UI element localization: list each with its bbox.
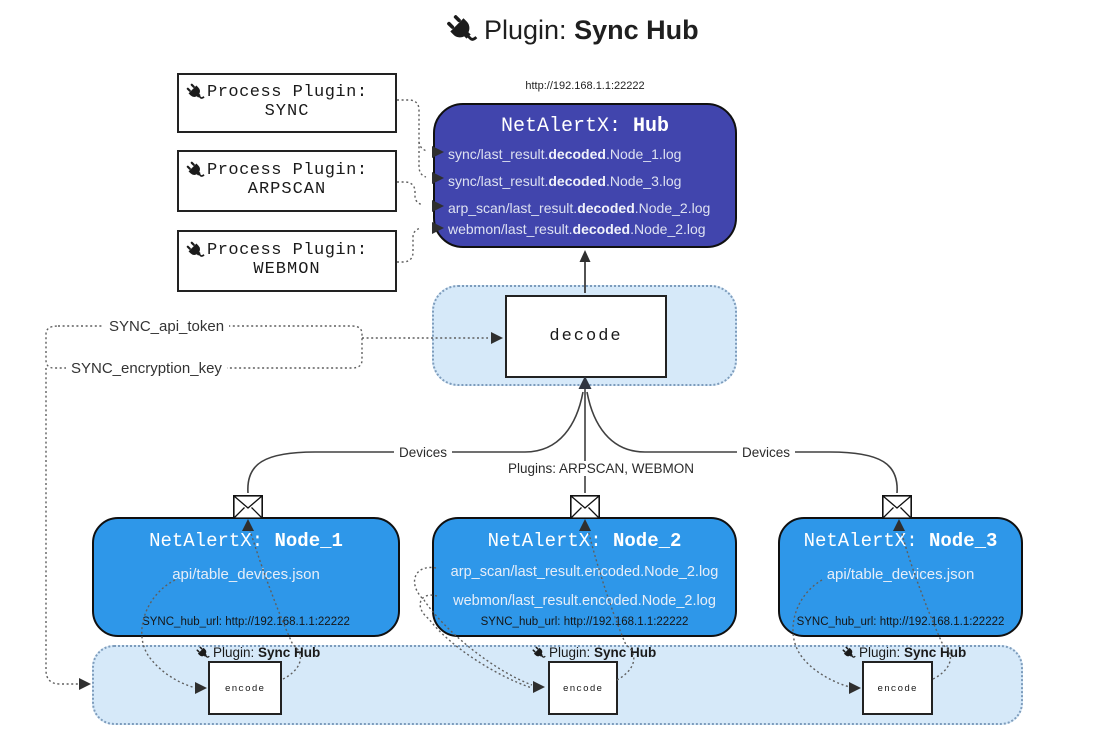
envelope-icon — [233, 495, 263, 519]
process-plugin-name: SYNC — [264, 102, 310, 121]
hub-title: NetAlertX: Hub — [500, 115, 670, 138]
process-plugin-name: WEBMON — [253, 260, 321, 279]
process-plugin-sync-box: Process Plugin: SYNC — [177, 73, 397, 133]
node-hub-url: SYNC_hub_url: http://192.168.1.1:22222 — [480, 616, 689, 628]
plug-icon — [842, 646, 856, 660]
band-plugin-label: Plugin: Sync Hub — [532, 645, 656, 660]
node-title: NetAlertX: Node_2 — [487, 530, 682, 552]
plug-icon — [532, 646, 546, 660]
hub-log-line: arp_scan/last_result.decoded.Node_2.log — [448, 200, 711, 216]
encode-box: encode — [208, 661, 282, 715]
process-plugin-webmon-box: Process Plugin: WEBMON — [177, 230, 397, 292]
node-hub-url: SYNC_hub_url: http://192.168.1.1:22222 — [796, 616, 1005, 628]
process-plugin-label: Process Plugin: — [207, 83, 368, 102]
sync-encryption-key-label: SYNC_encryption_key — [66, 360, 227, 377]
node-file: arp_scan/last_result.encoded.Node_2.log — [450, 564, 719, 580]
page-title: Plugin: Sync Hub — [446, 14, 699, 46]
plug-icon — [446, 14, 478, 46]
process-plugin-label: Process Plugin: — [207, 241, 368, 260]
band-plugin-label: Plugin: Sync Hub — [842, 645, 966, 660]
node-file: api/table_devices.json — [172, 566, 320, 583]
process-plugin-label: Process Plugin: — [207, 161, 368, 180]
plugins-mid-label: Plugins: ARPSCAN, WEBMON — [503, 461, 700, 476]
title-bold: Sync Hub — [574, 14, 699, 45]
process-plugin-name: ARPSCAN — [247, 180, 327, 199]
sync-api-token-label: SYNC_api_token — [104, 318, 230, 335]
envelope-icon — [882, 495, 912, 519]
hub-log-line: sync/last_result.decoded.Node_3.log — [448, 173, 682, 189]
node-hub-url: SYNC_hub_url: http://192.168.1.1:22222 — [142, 616, 350, 628]
plug-icon — [196, 646, 210, 660]
hub-log-line: webmon/last_result.decoded.Node_2.log — [448, 221, 706, 237]
decode-box: decode — [505, 295, 667, 378]
hub-log-line: sync/last_result.decoded.Node_1.log — [448, 146, 682, 162]
node-file: webmon/last_result.encoded.Node_2.log — [453, 593, 716, 609]
title-prefix: Plugin: — [484, 14, 575, 45]
encode-box: encode — [862, 661, 933, 715]
node-2-box: NetAlertX: Node_2 arp_scan/last_result.e… — [432, 517, 737, 637]
node-1-box: NetAlertX: Node_1 api/table_devices.json… — [92, 517, 400, 637]
band-plugin-label: Plugin: Sync Hub — [196, 645, 320, 660]
encode-box: encode — [548, 661, 618, 715]
devices-right-label: Devices — [737, 445, 796, 460]
node-3-box: NetAlertX: Node_3 api/table_devices.json… — [778, 517, 1023, 637]
node-title: NetAlertX: Node_1 — [149, 530, 343, 552]
hub-box: NetAlertX: Hub sync/last_result.decoded.… — [433, 103, 737, 248]
envelope-icon — [570, 495, 600, 519]
process-plugin-arpscan-box: Process Plugin: ARPSCAN — [177, 150, 397, 212]
node-title: NetAlertX: Node_3 — [803, 530, 998, 552]
devices-left-label: Devices — [394, 445, 453, 460]
plug-icon — [186, 161, 205, 180]
hub-url-label: http://192.168.1.1:22222 — [525, 80, 645, 92]
plug-icon — [186, 83, 205, 102]
node-file: api/table_devices.json — [826, 566, 975, 583]
plug-icon — [186, 241, 205, 260]
